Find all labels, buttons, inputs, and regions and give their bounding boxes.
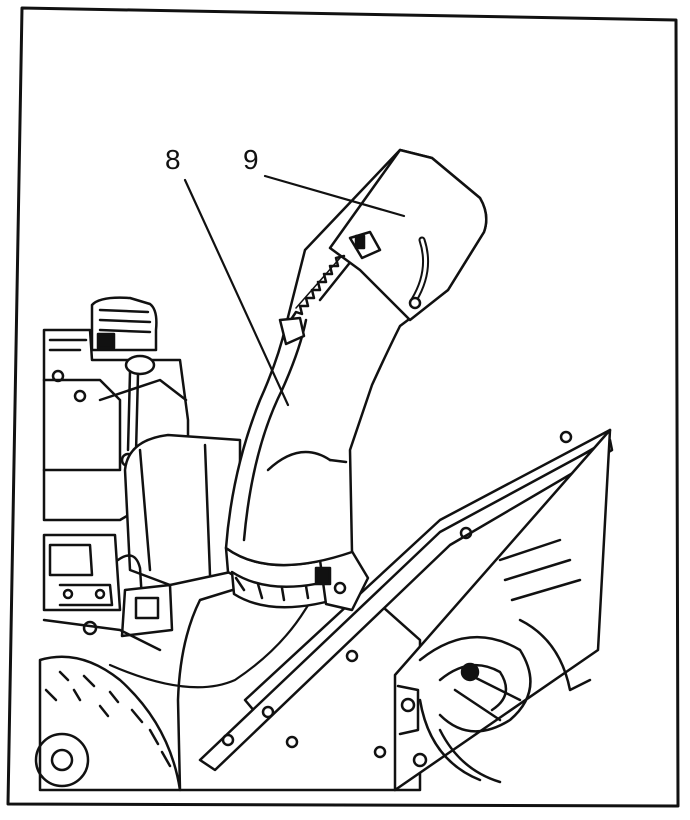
drive-wheel: [34, 655, 182, 792]
engine: [42, 296, 242, 652]
chute-deflector: [278, 148, 488, 346]
auger-housing: [176, 428, 614, 792]
callout-label-9: 9: [243, 144, 259, 175]
callout-label-8: 8: [165, 144, 181, 175]
leader-line-8: [183, 178, 290, 407]
figure-border: [6, 6, 680, 808]
leader-line-9: [263, 174, 406, 218]
